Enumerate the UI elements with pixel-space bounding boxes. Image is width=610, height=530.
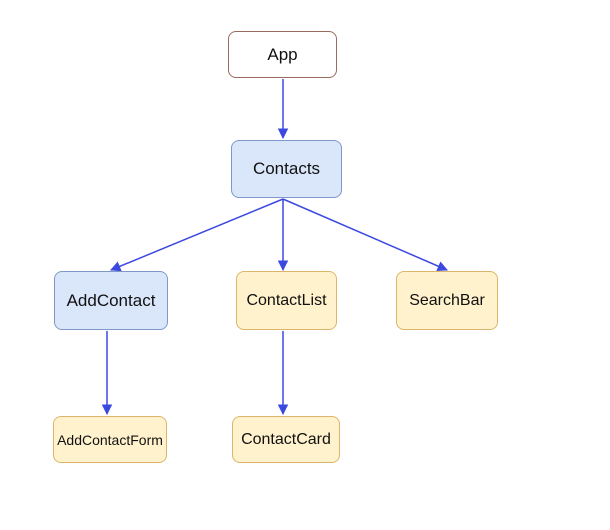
edge-contacts-searchbar xyxy=(282,198,448,272)
node-addcontact-label: AddContact xyxy=(66,290,156,310)
node-contacts: Contacts xyxy=(231,140,342,198)
node-app: App xyxy=(228,31,337,78)
node-app-label: App xyxy=(267,44,298,64)
node-addcontactform-label: AddContactForm xyxy=(57,431,163,448)
node-contactlist: ContactList xyxy=(236,271,337,330)
edge-contacts-addcontact xyxy=(110,198,284,272)
node-contactcard-label: ContactCard xyxy=(241,430,331,448)
node-searchbar: SearchBar xyxy=(396,271,498,330)
node-contactlist-label: ContactList xyxy=(246,291,327,309)
node-contacts-label: Contacts xyxy=(252,159,321,178)
node-addcontact: AddContact xyxy=(54,271,168,330)
node-searchbar-label: SearchBar xyxy=(409,291,485,309)
node-addcontactform: AddContactForm xyxy=(53,416,167,463)
node-contactcard: ContactCard xyxy=(232,416,340,463)
